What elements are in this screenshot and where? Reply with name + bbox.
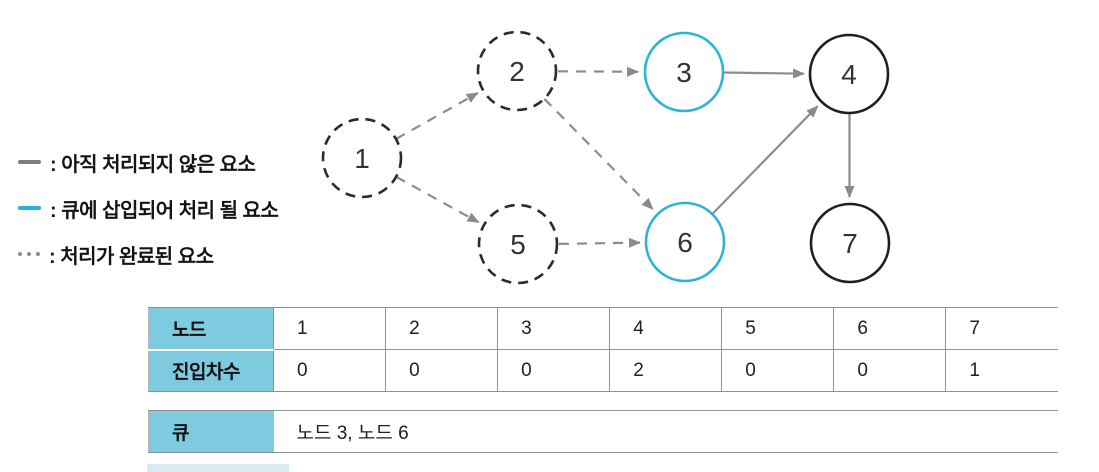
- edge-2-6: [543, 98, 654, 210]
- queue-row: 큐 노드 3, 노드 6: [148, 410, 1058, 453]
- node-3-label: 3: [676, 57, 692, 88]
- node-cell: 4: [609, 307, 723, 350]
- node-5-label: 5: [510, 229, 526, 260]
- indegree-row: 진입차수 0 0 0 2 0 0 1: [148, 349, 1058, 392]
- solid-gray-line-icon: [18, 160, 41, 164]
- edge-5-6: [558, 237, 641, 248]
- row-header-node: 노드: [148, 307, 274, 351]
- row-header-indegree: 진입차수: [148, 349, 274, 392]
- node-2-label: 2: [509, 56, 525, 87]
- graph-node-5: 5: [477, 203, 559, 285]
- edge-6-4: [711, 105, 819, 215]
- indegree-cell: 0: [833, 349, 947, 392]
- edge-2-3: [557, 66, 639, 77]
- graph-node-1: 1: [321, 117, 403, 199]
- legend-item-completed: : 처리가 완료된 요소: [18, 241, 278, 268]
- graph-node-7: 7: [809, 202, 891, 284]
- node-cell: 1: [272, 307, 387, 350]
- legend: : 아직 처리되지 않은 요소 : 큐에 삽입되어 처리 될 요소 : 처리가 …: [18, 149, 279, 268]
- graph-nodes: 1 2 3 4 5 6 7: [321, 30, 891, 285]
- graph-node-2: 2: [476, 30, 558, 112]
- node-cell: 7: [945, 307, 1058, 350]
- indegree-cell: 0: [721, 349, 835, 392]
- node-cell: 6: [833, 307, 947, 350]
- node-4-label: 4: [841, 59, 857, 90]
- node-cell: 5: [721, 307, 835, 350]
- dotted-gray-line-icon: [18, 252, 40, 256]
- indegree-cell: 2: [609, 349, 723, 392]
- legend-label-completed: : 처리가 완료된 요소: [49, 245, 214, 268]
- indegree-cell: 0: [497, 349, 611, 392]
- legend-item-queued: : 큐에 삽입되어 처리 될 요소: [18, 195, 279, 222]
- node-cell: 2: [385, 307, 499, 350]
- next-table-cutoff: [147, 464, 289, 472]
- indegree-cell: 0: [385, 349, 499, 392]
- row-header-queue: 큐: [148, 410, 274, 453]
- legend-label-queued: : 큐에 삽입되어 처리 될 요소: [50, 199, 279, 222]
- queue-value-cell: 노드 3, 노드 6: [273, 410, 1058, 453]
- dependency-graph: 1 2 3 4 5 6 7: [321, 30, 891, 285]
- node-row: 노드 1 2 3 4 5 6 7: [148, 307, 1058, 351]
- graph-edges: [395, 66, 855, 248]
- node-1-label: 1: [354, 143, 370, 174]
- edge-1-5: [395, 175, 480, 224]
- node-6-label: 6: [677, 227, 693, 258]
- graph-node-6: 6: [644, 201, 726, 283]
- legend-label-unprocessed: : 아직 처리되지 않은 요소: [50, 153, 256, 176]
- edge-3-4: [722, 68, 805, 79]
- legend-item-unprocessed: : 아직 처리되지 않은 요소: [18, 149, 278, 176]
- indegree-cell: 1: [945, 349, 1058, 392]
- graph-node-4: 4: [808, 33, 890, 115]
- indegree-cell: 0: [272, 349, 387, 392]
- queue-table: 큐 노드 3, 노드 6: [148, 410, 1058, 453]
- edge-1-2: [395, 92, 479, 140]
- node-7-label: 7: [842, 228, 858, 259]
- node-cell: 3: [497, 307, 611, 350]
- graph-node-3: 3: [643, 31, 725, 113]
- indegree-table: 노드 1 2 3 4 5 6 7 진입차수 0 0 0 2 0 0 1: [148, 307, 1058, 392]
- solid-cyan-line-icon: [18, 206, 41, 210]
